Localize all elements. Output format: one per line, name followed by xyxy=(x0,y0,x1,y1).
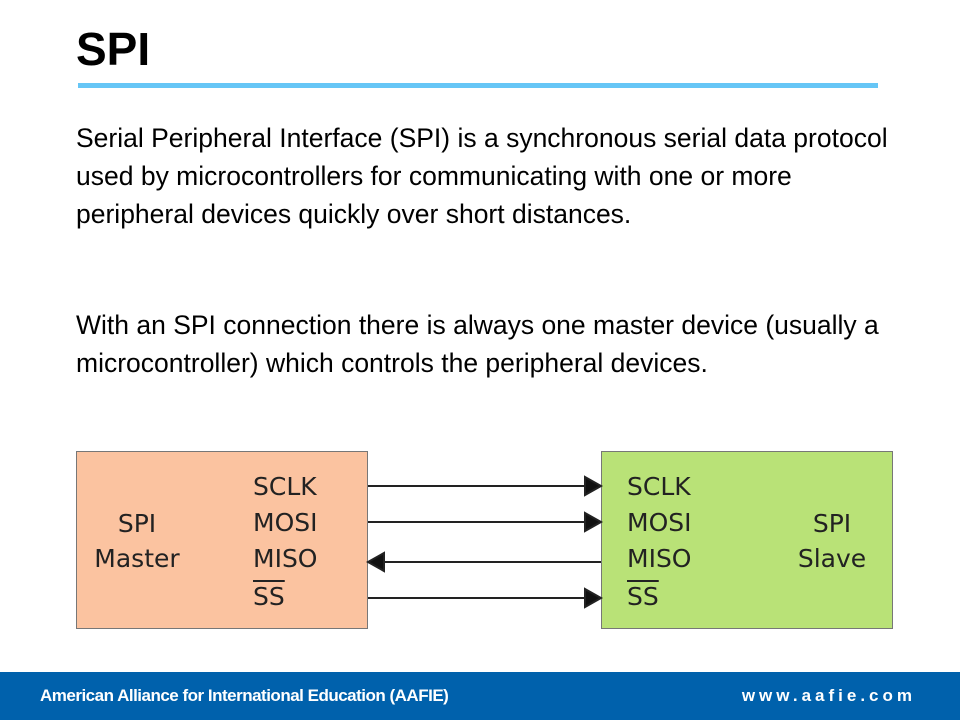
slave-label-1: SPI xyxy=(812,509,852,538)
arrowhead-miso xyxy=(365,551,385,573)
master-signal-ss: SS xyxy=(253,582,285,611)
slave-signal-ss: SS xyxy=(627,582,659,611)
footer-bar: American Alliance for International Educ… xyxy=(0,672,960,720)
slave-label-2: Slave xyxy=(797,544,867,573)
master-signal-mosi: MOSI xyxy=(253,508,318,537)
footer-organization: American Alliance for International Educ… xyxy=(40,686,449,705)
slave-signal-sclk: SCLK xyxy=(627,472,691,501)
master-label-1: SPI xyxy=(117,509,157,538)
slave-signal-mosi: MOSI xyxy=(627,508,692,537)
arrowhead-mosi xyxy=(584,511,604,533)
slave-signal-miso: MISO xyxy=(627,544,692,573)
paragraph-spi-definition: Serial Peripheral Interface (SPI) is a s… xyxy=(76,123,888,229)
spi-master-box: SPI Master SCLK MOSI MISO SS xyxy=(76,451,368,629)
master-signal-sclk: SCLK xyxy=(253,472,317,501)
spi-slave-box: SCLK MOSI MISO SS SPI Slave xyxy=(601,451,893,629)
paragraph-master-device: With an SPI connection there is always o… xyxy=(76,310,879,378)
title-divider xyxy=(78,83,878,88)
master-signal-miso: MISO xyxy=(253,544,318,573)
slide-title: SPI xyxy=(76,23,151,75)
arrowhead-ss xyxy=(584,587,604,609)
footer-website-link[interactable]: www.aafie.com xyxy=(741,686,916,705)
arrowhead-sclk xyxy=(584,475,604,497)
master-label-2: Master xyxy=(94,544,180,573)
